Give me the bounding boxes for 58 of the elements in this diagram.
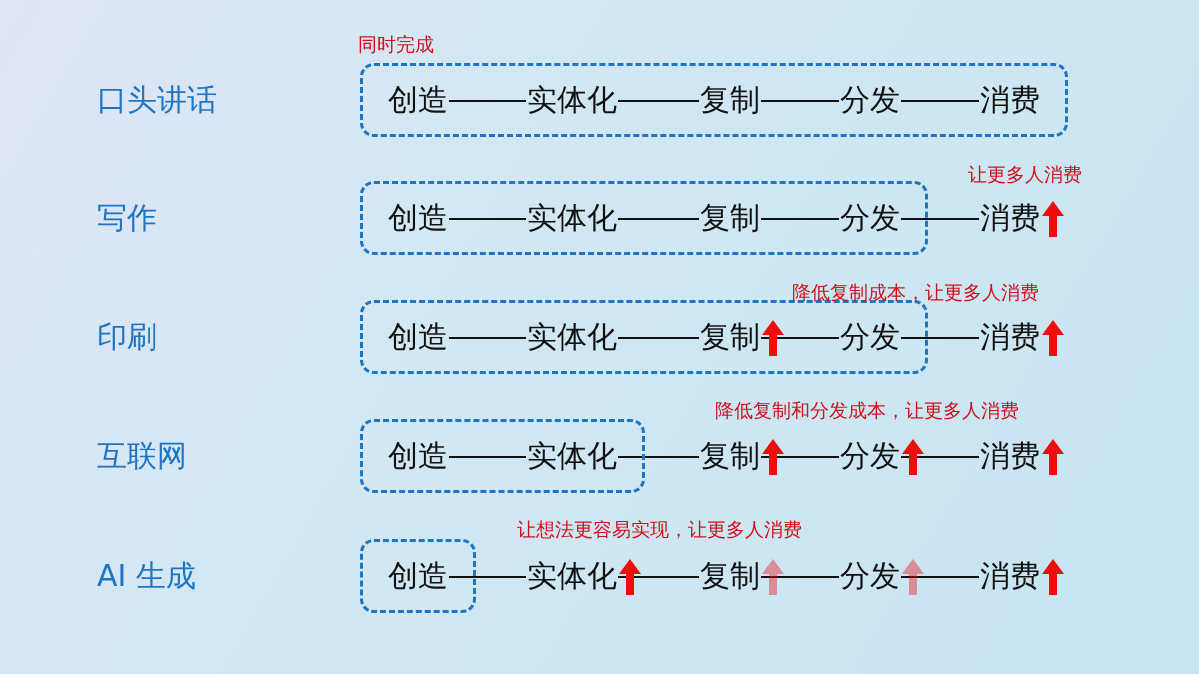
step-label: 分发 (840, 317, 900, 357)
step-label: 分发 (840, 556, 900, 596)
connector-line (448, 100, 527, 102)
group-caption: 同时完成 (358, 32, 434, 56)
row-heading: 印刷 (97, 318, 157, 356)
note-text: 让想法更容易实现，让更多人消费 (517, 517, 802, 541)
connector-line (900, 100, 980, 102)
dashed-group-box (360, 181, 928, 255)
step-label: 创造 (388, 80, 448, 120)
connector-line (617, 576, 700, 578)
connector-line (448, 576, 527, 578)
connector-line (448, 337, 527, 339)
connector-line (900, 218, 980, 220)
step-label: 创造 (388, 198, 448, 238)
note-text: 降低复制成本，让更多人消费 (792, 280, 1039, 304)
connector-line (617, 337, 700, 339)
connector-line (448, 456, 527, 458)
step-label: 复制 (700, 317, 760, 357)
connector-line (900, 576, 980, 578)
note-text: 降低复制和分发成本，让更多人消费 (715, 398, 1019, 422)
step-label: 分发 (840, 80, 900, 120)
step-label: 分发 (840, 198, 900, 238)
step-label: 创造 (388, 436, 448, 476)
connector-line (760, 100, 840, 102)
connector-line (760, 337, 840, 339)
step-label: 消费 (980, 80, 1040, 120)
step-label: 复制 (700, 80, 760, 120)
step-label: 创造 (388, 317, 448, 357)
step-label: 复制 (700, 556, 760, 596)
row-heading: AI 生成 (97, 557, 196, 595)
step-label: 实体化 (527, 556, 617, 596)
connector-line (617, 456, 700, 458)
step-label: 实体化 (527, 317, 617, 357)
step-label: 复制 (700, 436, 760, 476)
connector-line (760, 456, 840, 458)
step-label: 消费 (980, 317, 1040, 357)
connector-line (900, 337, 980, 339)
connector-line (617, 218, 700, 220)
connector-line (760, 218, 840, 220)
step-label: 消费 (980, 436, 1040, 476)
row-heading: 写作 (97, 199, 157, 237)
step-label: 消费 (980, 198, 1040, 238)
connector-line (448, 218, 527, 220)
connector-line (900, 456, 980, 458)
connector-line (760, 576, 840, 578)
step-label: 实体化 (527, 436, 617, 476)
step-label: 消费 (980, 556, 1040, 596)
row-heading: 互联网 (97, 437, 187, 475)
step-label: 分发 (840, 436, 900, 476)
dashed-group-box (360, 419, 645, 493)
connector-line (617, 100, 700, 102)
step-label: 复制 (700, 198, 760, 238)
step-label: 创造 (388, 556, 448, 596)
note-text: 让更多人消费 (968, 162, 1082, 186)
dashed-group-box (360, 539, 476, 613)
step-label: 实体化 (527, 198, 617, 238)
step-label: 实体化 (527, 80, 617, 120)
row-heading: 口头讲话 (97, 81, 217, 119)
